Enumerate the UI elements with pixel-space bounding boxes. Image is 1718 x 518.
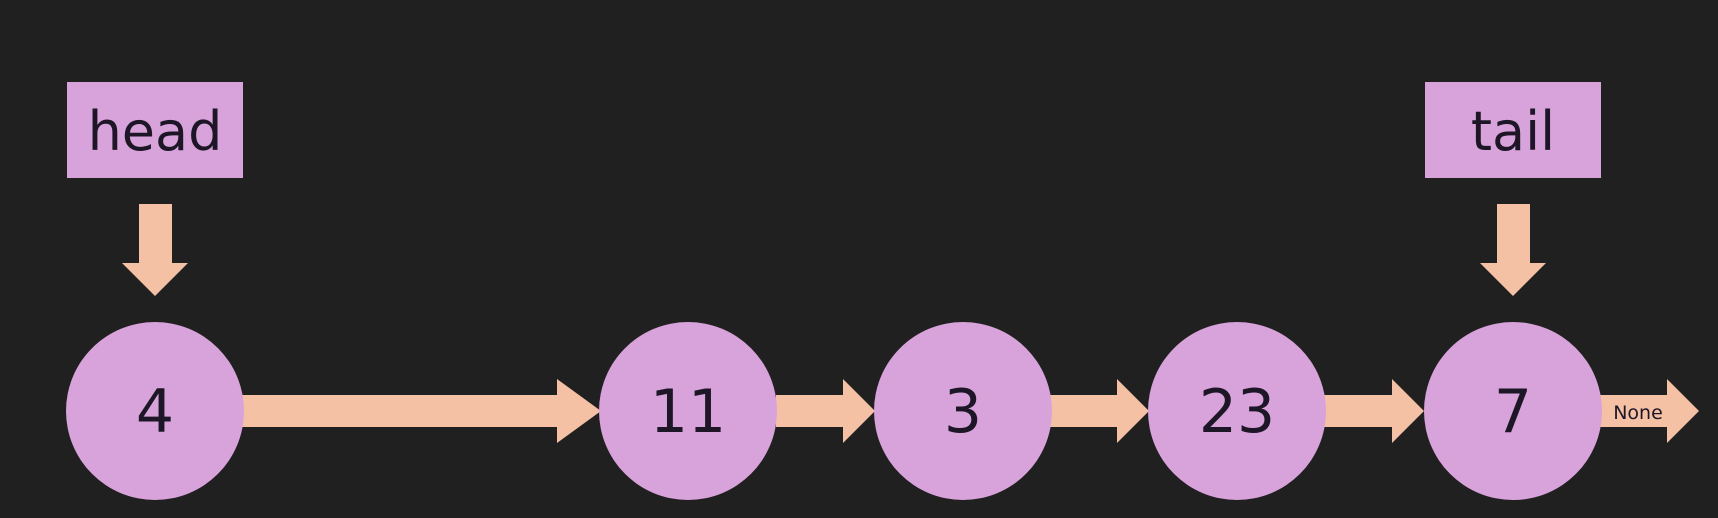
node-value: 11 [650,377,726,447]
node-circle [874,322,1052,500]
link-arrow-1 [240,379,601,443]
node-circle [1148,322,1326,500]
node-circle [599,322,777,500]
head-pointer-label: head [88,100,223,163]
tail-pointer: tail [1425,82,1601,296]
node-7: 7 [1424,322,1602,500]
head-pointer: head [67,82,243,296]
link-arrows [240,379,1699,443]
node-4: 4 [66,322,244,500]
terminator-label: None [1613,402,1663,424]
head-pointer-box [67,82,243,178]
node-circle [66,322,244,500]
link-arrow-3 [1050,379,1149,443]
link-arrow-2 [776,379,875,443]
node-11: 11 [599,322,777,500]
tail-pointer-label: tail [1471,100,1555,163]
node-value: 7 [1494,377,1532,447]
link-arrow-4 [1324,379,1424,443]
node-value: 23 [1199,377,1275,447]
node-value: 3 [944,377,982,447]
tail-pointer-arrow [1480,204,1546,296]
tail-pointer-box [1425,82,1601,178]
head-pointer-arrow [122,204,188,296]
node-value: 4 [136,377,174,447]
node-circle [1424,322,1602,500]
node-23: 23 [1148,322,1326,500]
node-3: 3 [874,322,1052,500]
terminator-arrow [1599,379,1699,443]
